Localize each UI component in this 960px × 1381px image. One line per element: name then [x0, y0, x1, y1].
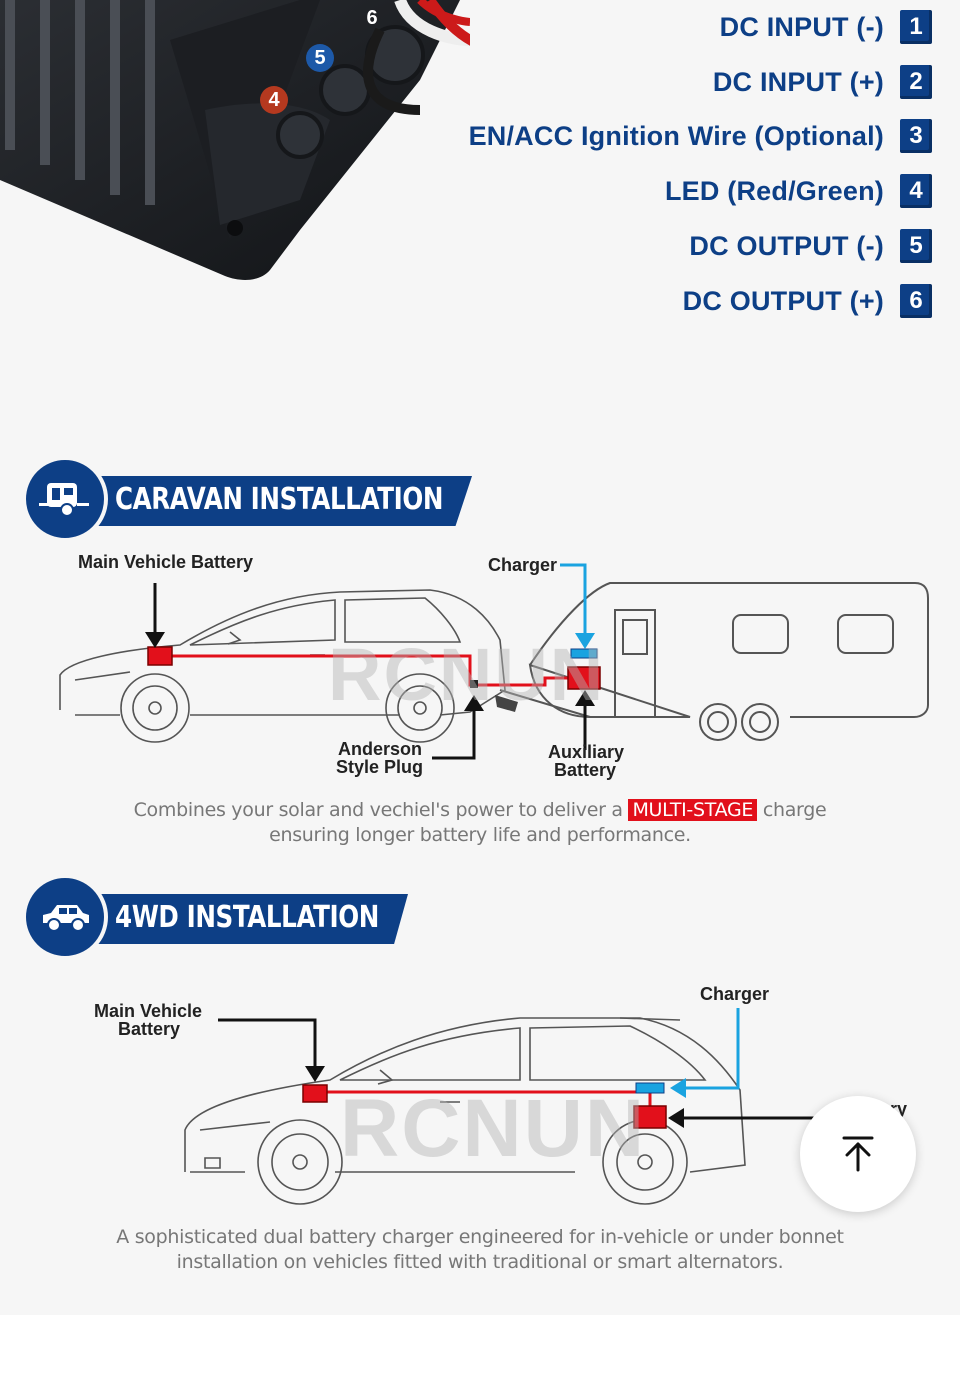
4wd-caption: A sophisticated dual battery charger eng… — [0, 1225, 960, 1275]
4wd-section-banner — [60, 894, 408, 944]
caravan-diagram — [59, 563, 929, 760]
multi-stage-highlight: MULTI-STAGE — [628, 799, 758, 821]
car-icon — [22, 874, 108, 960]
legend-label: EN/ACC Ignition Wire (Optional) — [468, 120, 884, 151]
caravan-watermark: RCNUN — [328, 633, 606, 716]
caravan-caption: Combines your solar and vechiel's power … — [0, 798, 960, 848]
legend-item-3: EN/ACC Ignition Wire (Optional) 3 — [469, 119, 932, 153]
caption-text: installation on vehicles fitted with tra… — [176, 1251, 784, 1273]
legend-label: DC OUTPUT (+) — [682, 285, 884, 316]
device-pin-5: 5 — [306, 44, 334, 72]
caravan-charger-label: Charger — [488, 555, 558, 575]
legend-item-5: DC OUTPUT (-) 5 — [689, 229, 932, 263]
legend-label: LED (Red/Green) — [664, 175, 884, 206]
device-pin-6: 6 — [366, 6, 378, 29]
caption-text: A sophisticated dual battery charger eng… — [116, 1226, 844, 1248]
4wd-main-battery-label-line2: Battery — [118, 1019, 181, 1039]
legend-number-badge: 3 — [900, 119, 932, 153]
legend-number-badge: 1 — [900, 10, 932, 44]
anderson-plug-label-line1: Anderson — [338, 739, 423, 759]
aux-battery-label-line1: Auxiliary — [548, 742, 625, 762]
caravan-main-battery-label: Main Vehicle Battery — [78, 552, 254, 572]
4wd-section-title: 4WD INSTALLATION — [115, 900, 379, 935]
legend-item-2: DC INPUT (+) 2 — [713, 65, 932, 99]
legend-label: DC INPUT (+) — [712, 66, 884, 97]
arrow-up-to-top-icon — [842, 1136, 874, 1172]
4wd-watermark: RCNUN — [340, 1083, 647, 1174]
device-pin-4: 4 — [260, 86, 288, 114]
legend-number-badge: 2 — [900, 65, 932, 99]
4wd-main-battery-label-line1: Main Vehicle — [94, 1001, 203, 1021]
legend-item-6: DC OUTPUT (+) 6 — [683, 284, 932, 318]
legend-item-1: DC INPUT (-) 1 — [720, 10, 932, 44]
caption-text: charge — [762, 799, 827, 821]
caravan-icon — [22, 456, 108, 542]
charger-device-image — [0, 0, 470, 280]
caption-text: ensuring longer battery life and perform… — [269, 824, 691, 846]
legend-label: DC OUTPUT (-) — [689, 230, 884, 261]
aux-battery-label-line2: Battery — [554, 760, 617, 780]
4wd-charger-label: Charger — [700, 984, 770, 1004]
legend-number-badge: 4 — [900, 174, 932, 208]
caption-text: Combines your solar and vechiel's power … — [133, 799, 623, 821]
caravan-section-banner — [60, 476, 472, 526]
legend-label: DC INPUT (-) — [719, 11, 884, 42]
product-infographic: 6 5 4 DC INPUT (-) 1 DC INPUT (+) 2 EN/A… — [0, 0, 960, 1275]
legend-number-badge: 5 — [900, 229, 932, 263]
anderson-plug-label-line2: Style Plug — [336, 757, 424, 777]
legend-item-4: LED (Red/Green) 4 — [665, 174, 932, 208]
legend-number-badge: 6 — [900, 284, 932, 318]
scroll-to-top-button[interactable] — [800, 1096, 916, 1212]
caravan-section-title: CARAVAN INSTALLATION — [115, 482, 444, 517]
4wd-diagram — [184, 1008, 820, 1205]
